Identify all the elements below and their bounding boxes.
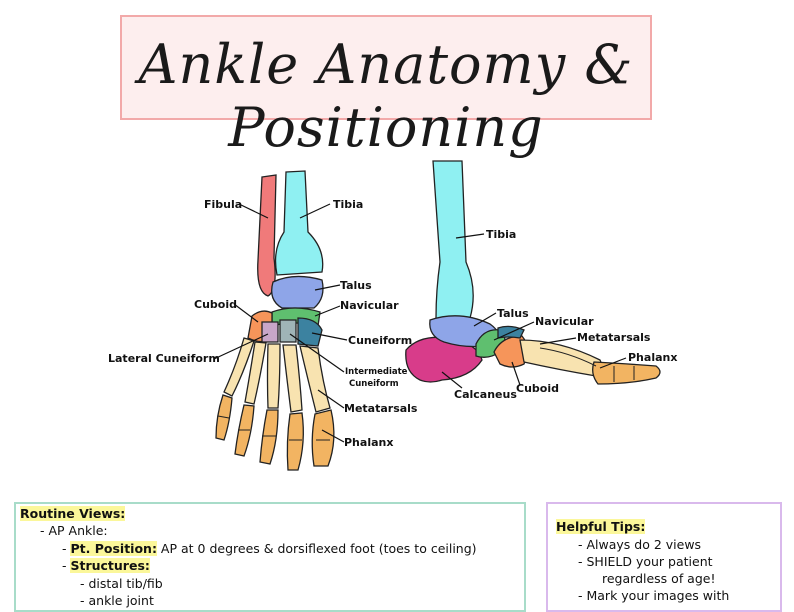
structures-line: - Structures: — [62, 558, 150, 573]
lat-metatarsals-bone — [519, 339, 603, 377]
page-title: Ankle Anatomy & Positioning — [138, 33, 634, 159]
lat-label-navicular: Navicular — [535, 315, 594, 328]
ap-metatarsal-1 — [299, 345, 331, 413]
lat-tibia-bone — [432, 160, 474, 323]
ap-tibia-bone — [274, 170, 324, 276]
ap-metatarsal-5 — [223, 337, 255, 397]
lateral-view — [405, 160, 661, 385]
ap-ankle-item: - AP Ankle: — [40, 523, 108, 538]
tip-item-2-continued: regardless of age! — [602, 571, 716, 586]
ap-label-cuneiform: Cuneiform — [348, 334, 412, 347]
lat-phalanx-bone — [592, 361, 661, 385]
ap-phalanx-3 — [259, 409, 279, 465]
ap-intermediate-cuneiform-bone — [279, 319, 297, 343]
ap-label-navicular: Navicular — [340, 299, 399, 312]
ap-label-lateral-cuneiform: Lateral Cuneiform — [108, 352, 220, 365]
routine-views-box: Routine Views: - AP Ankle: - Pt. Positio… — [14, 502, 526, 612]
ankle-anatomy-diagram: Fibula Tibia Talus Navicular Cuboid Cune… — [108, 160, 677, 471]
ap-phalanx-2 — [286, 412, 304, 471]
ap-fibula-bone — [257, 174, 277, 297]
routine-views-heading: Routine Views: — [20, 506, 126, 521]
ap-label-cuboid: Cuboid — [194, 298, 237, 311]
tip-item-1: - Always do 2 views — [578, 537, 702, 552]
ap-label-fibula: Fibula — [204, 198, 242, 211]
ap-metatarsal-2 — [282, 344, 303, 413]
ap-label-phalanx: Phalanx — [344, 436, 393, 449]
pt-position-label: Pt. Position: — [70, 541, 157, 556]
ap-talus-bone — [271, 275, 324, 309]
structure-item-2: - ankle joint — [80, 593, 154, 608]
helpful-tips-heading: Helpful Tips: — [556, 519, 646, 534]
lat-label-talus: Talus — [497, 307, 529, 320]
helpful-tips-box: Helpful Tips: - Always do 2 views - SHIE… — [546, 502, 782, 612]
ap-label-metatarsals: Metatarsals — [344, 402, 418, 415]
pt-position-text: AP at 0 degrees & dorsiflexed foot (toes… — [156, 541, 477, 556]
ap-view — [215, 170, 335, 471]
ap-medial-cuneiform-bone — [297, 317, 323, 347]
ap-label-intermediate-cuneiform: Cuneiform — [349, 379, 399, 389]
ap-metatarsal-3 — [266, 343, 281, 409]
ap-lateral-cuneiform-bone — [261, 321, 279, 343]
ap-label-tibia: Tibia — [333, 198, 363, 211]
ap-label-talus: Talus — [340, 279, 372, 292]
tip-item-2: - SHIELD your patient — [578, 554, 713, 569]
lat-label-metatarsals: Metatarsals — [577, 331, 651, 344]
structure-item-1: - distal tib/fib — [80, 576, 163, 591]
ap-label-intermediate: Intermediate — [345, 367, 408, 377]
pt-position-line: - Pt. Position: AP at 0 degrees & dorsif… — [62, 541, 477, 556]
structures-label: Structures: — [70, 558, 150, 573]
ap-metatarsal-4 — [244, 341, 267, 405]
lat-label-tibia: Tibia — [486, 228, 516, 241]
lat-label-calcaneus: Calcaneus — [454, 388, 517, 401]
lat-label-cuboid: Cuboid — [516, 382, 559, 395]
tip-item-3: - Mark your images with — [578, 588, 730, 603]
title-box: Ankle Anatomy & Positioning — [120, 15, 652, 159]
lat-label-phalanx: Phalanx — [628, 351, 677, 364]
ap-phalanx-1 — [311, 409, 335, 467]
